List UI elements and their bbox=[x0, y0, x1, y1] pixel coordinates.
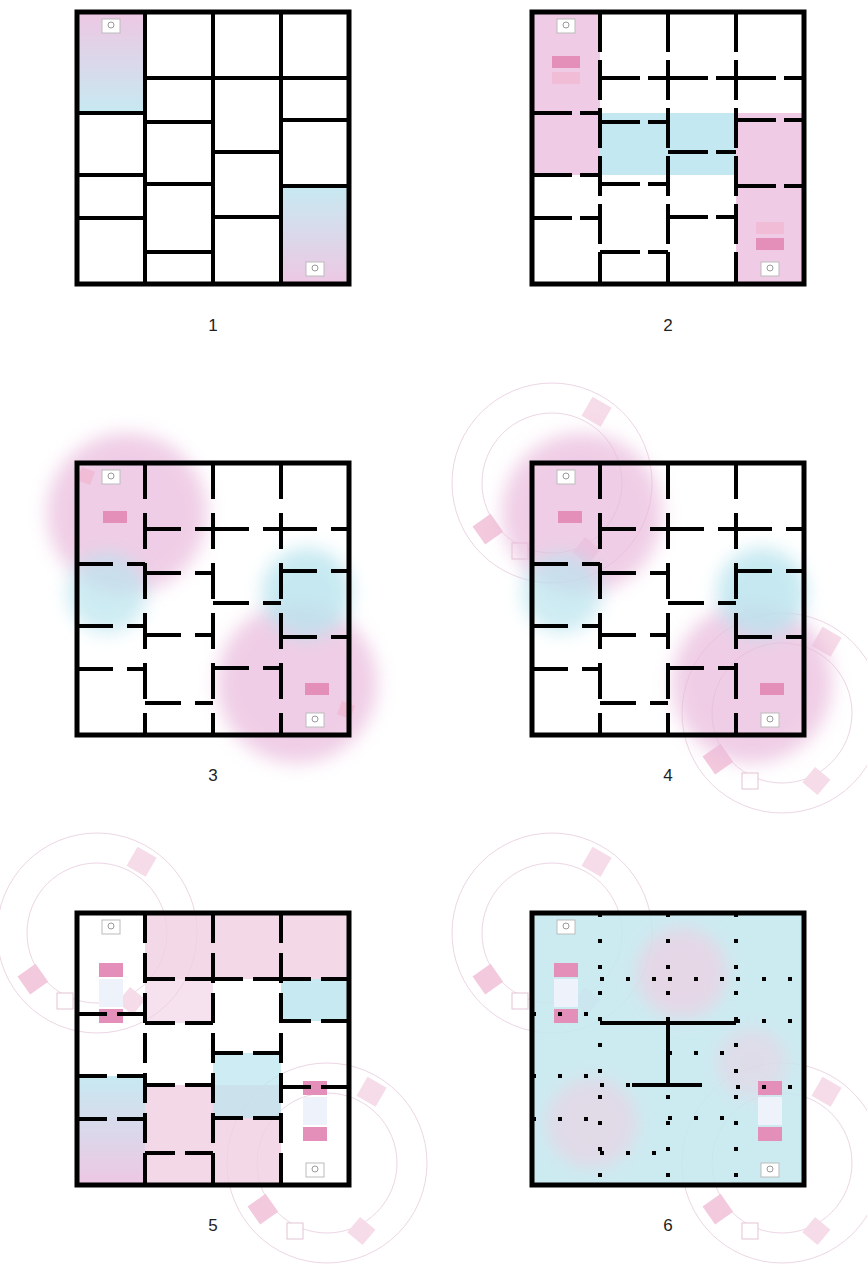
panel-number: 5 bbox=[193, 1216, 233, 1236]
panel-number: 2 bbox=[648, 316, 688, 336]
panel-number: 4 bbox=[648, 766, 688, 786]
panel-number: 1 bbox=[193, 316, 233, 336]
panel-number: 3 bbox=[193, 766, 233, 786]
panel-number: 6 bbox=[648, 1216, 688, 1236]
